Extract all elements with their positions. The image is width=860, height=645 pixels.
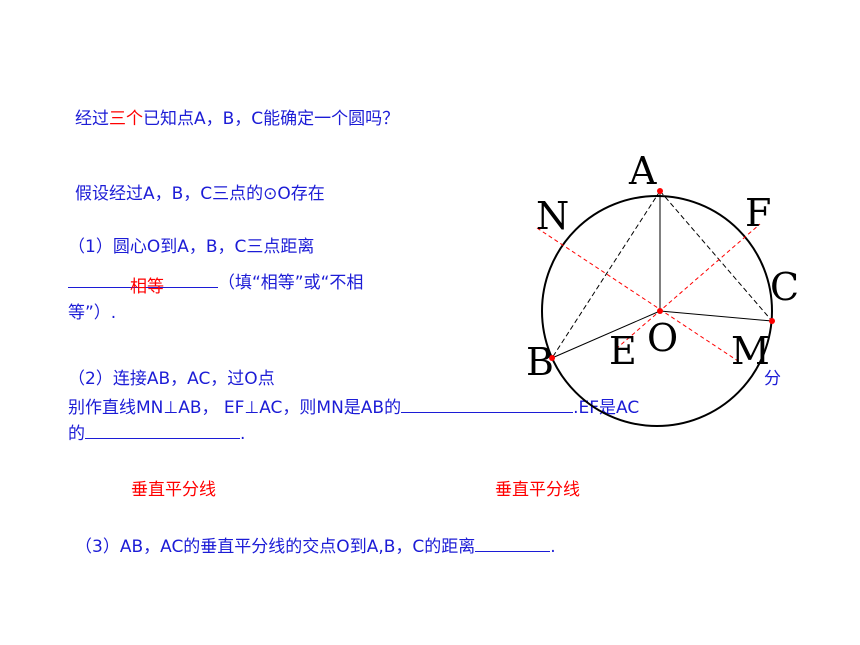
chord-ab — [551, 190, 661, 359]
question-part1: 经过 — [75, 109, 109, 129]
line-mn-perpendicular-bisector — [536, 227, 739, 362]
q1-answer: 相等 — [130, 277, 164, 297]
label-o: O — [647, 316, 678, 360]
question-emphasis: 三个 — [109, 109, 143, 129]
q3-line: （3）AB，AC的垂直平分线的交点O到A,B，C的距离. — [75, 534, 556, 558]
q1-line2: （填“相等”或“不相 — [68, 270, 363, 294]
line-ef-perpendicular-bisector — [615, 223, 761, 350]
label-m: M — [731, 329, 770, 373]
q2-line3: 的. — [68, 421, 245, 445]
radius-ob — [551, 310, 661, 359]
q2-line1: （2）连接AB，AC，过O点 — [68, 369, 275, 389]
q2-line3-tail: . — [240, 424, 246, 444]
label-b: B — [526, 340, 554, 384]
point-o — [657, 308, 663, 314]
question-part2: 已知点A，B，C能确定一个圆吗？ — [143, 109, 400, 129]
label-f: F — [745, 191, 771, 235]
assumption-line: 假设经过A，B，C三点的⊙O存在 — [75, 184, 325, 204]
question-line: 经过三个已知点A，B，C能确定一个圆吗？ — [75, 108, 399, 130]
q3-text: （3）AB，AC的垂直平分线的交点O到A,B，C的距离 — [75, 537, 476, 557]
q1-line1: （1）圆心O到A，B，C三点距离 — [68, 237, 315, 257]
label-n: N — [536, 194, 569, 238]
q1-blank — [68, 270, 218, 288]
q3-tail: . — [550, 537, 556, 557]
q2-line3-head: 的 — [68, 424, 85, 444]
q2-line2-head: 别作直线MN⊥AB， EF⊥AC，则MN是AB的 — [68, 398, 402, 418]
q2-blank1 — [401, 395, 574, 413]
q2-answer1: 垂直平分线 — [131, 480, 216, 500]
q1-line2-tail: （填“相等”或“不相 — [218, 273, 364, 293]
label-c: C — [770, 265, 799, 309]
label-e: E — [609, 329, 637, 373]
q3-blank — [475, 534, 551, 552]
point-c — [769, 318, 775, 324]
circumscribed-circle — [541, 195, 773, 427]
chord-ac — [659, 190, 773, 322]
label-a: A — [628, 149, 657, 193]
q2-answer2: 垂直平分线 — [495, 480, 580, 500]
q2-side-char: 分 — [764, 369, 781, 389]
q1-line3: 等”）. — [68, 303, 117, 323]
point-b — [549, 355, 555, 361]
point-a — [657, 188, 663, 194]
radius-oc — [659, 310, 773, 322]
q2-blank2 — [85, 421, 240, 439]
